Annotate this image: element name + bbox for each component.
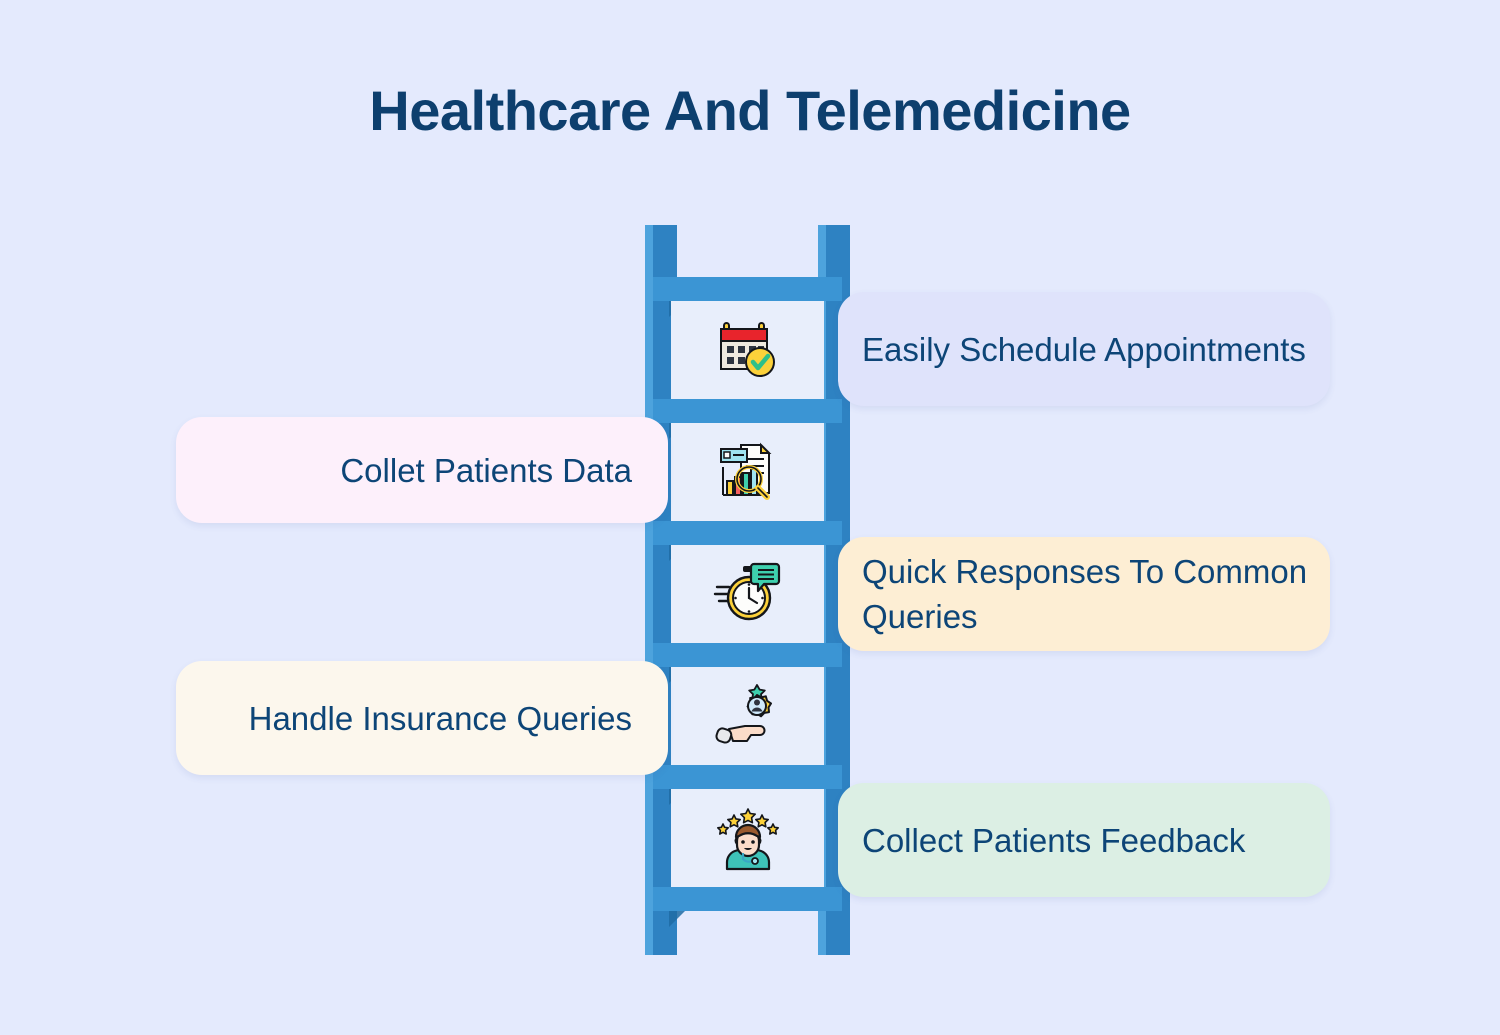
step-card-1[interactable]: Easily Schedule Appointments bbox=[838, 292, 1330, 406]
ladder-rung-1 bbox=[653, 277, 842, 301]
step-label-2: Collet Patients Data bbox=[340, 451, 632, 489]
hand-badge-icon bbox=[713, 681, 783, 751]
ladder-panel-4 bbox=[671, 667, 824, 765]
ladder-rung-5 bbox=[653, 765, 842, 789]
step-label-3: Quick Responses To Common Queries bbox=[862, 553, 1308, 635]
step-card-2[interactable]: Collet Patients Data bbox=[176, 417, 668, 523]
ladder-rung-2 bbox=[653, 399, 842, 423]
ladder-rung-3 bbox=[653, 521, 842, 545]
ladder-rung-4 bbox=[653, 643, 842, 667]
ladder-rung-6-shadow bbox=[669, 911, 685, 927]
ladder-panel-1 bbox=[671, 301, 824, 399]
step-card-3[interactable]: Quick Responses To Common Queries bbox=[838, 537, 1330, 651]
doctor-stars-icon bbox=[713, 803, 783, 873]
document-chart-search-icon bbox=[713, 437, 783, 507]
ladder-graphic bbox=[645, 225, 850, 955]
ladder-panel-2 bbox=[671, 423, 824, 521]
step-card-5[interactable]: Collect Patients Feedback bbox=[838, 783, 1330, 897]
step-label-1: Easily Schedule Appointments bbox=[862, 330, 1306, 368]
step-card-4[interactable]: Handle Insurance Queries bbox=[176, 661, 668, 775]
step-label-5: Collect Patients Feedback bbox=[862, 821, 1246, 859]
ladder-panel-3 bbox=[671, 545, 824, 643]
ladder-panel-5 bbox=[671, 789, 824, 887]
calendar-check-icon bbox=[713, 315, 783, 385]
page-title: Healthcare And Telemedicine bbox=[369, 79, 1131, 142]
stopwatch-message-icon bbox=[713, 559, 783, 629]
ladder-rung-6 bbox=[653, 887, 842, 911]
ladder-rail-left-highlight bbox=[645, 225, 653, 955]
step-label-4: Handle Insurance Queries bbox=[248, 699, 632, 737]
